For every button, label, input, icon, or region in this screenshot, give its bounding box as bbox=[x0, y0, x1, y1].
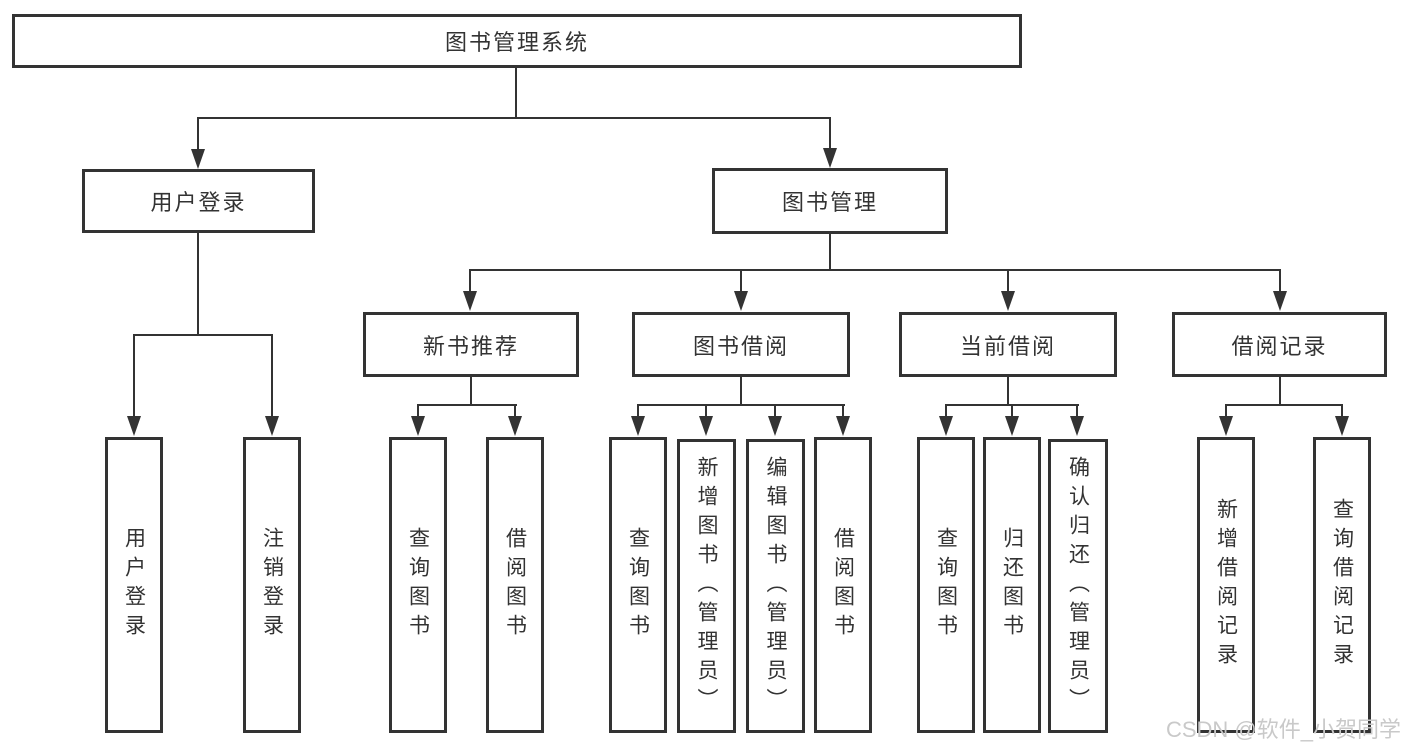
arrowhead-down-icon bbox=[1070, 416, 1084, 436]
node-label: 编辑图书（管理员） bbox=[764, 455, 787, 717]
connector-line bbox=[469, 269, 1281, 271]
connector-line bbox=[271, 334, 273, 418]
connector-line bbox=[417, 404, 517, 406]
node-new-book-recommend: 新书推荐 bbox=[363, 312, 579, 377]
node-label: 借阅图书 bbox=[503, 527, 527, 643]
node-label: 图书借阅 bbox=[692, 333, 789, 359]
connector-line bbox=[1007, 377, 1009, 406]
arrowhead-down-icon bbox=[1219, 416, 1233, 436]
node-leaf-query-borrow-record: 查询借阅记录 bbox=[1313, 437, 1371, 733]
connector-line bbox=[829, 234, 831, 271]
arrowhead-down-icon bbox=[1335, 416, 1349, 436]
node-current-borrowing: 当前借阅 bbox=[899, 312, 1117, 377]
node-label: 查询图书 bbox=[406, 527, 430, 643]
connector-line bbox=[842, 404, 844, 418]
arrowhead-down-icon bbox=[265, 416, 279, 436]
connector-line bbox=[637, 404, 845, 406]
node-book-borrowing: 图书借阅 bbox=[632, 312, 850, 377]
node-label: 新增借阅记录 bbox=[1214, 498, 1238, 672]
arrowhead-down-icon bbox=[768, 416, 782, 436]
connector-line bbox=[133, 334, 135, 418]
arrowhead-down-icon bbox=[836, 416, 850, 436]
connector-line bbox=[469, 269, 471, 293]
node-label: 查询借阅记录 bbox=[1330, 498, 1354, 672]
node-label: 用户登录 bbox=[150, 190, 247, 215]
arrowhead-down-icon bbox=[463, 291, 477, 311]
connector-line bbox=[829, 117, 831, 150]
connector-line bbox=[1076, 404, 1078, 418]
node-label: 图书管理 bbox=[781, 190, 878, 215]
arrowhead-down-icon bbox=[1273, 291, 1287, 311]
node-label: 确认归还（管理员） bbox=[1066, 455, 1090, 717]
node-label: 查询图书 bbox=[934, 527, 958, 643]
connector-line bbox=[1279, 269, 1281, 293]
connector-line bbox=[1341, 404, 1343, 418]
node-leaf-edit-books-admin: 编辑图书（管理员） bbox=[746, 439, 805, 733]
node-leaf-add-books-admin: 新增图书（管理员） bbox=[677, 439, 736, 733]
node-label: 借阅图书 bbox=[831, 527, 855, 643]
connector-line bbox=[1279, 377, 1281, 406]
connector-line bbox=[945, 404, 947, 418]
node-label: 借阅记录 bbox=[1231, 333, 1328, 359]
arrowhead-down-icon bbox=[631, 416, 645, 436]
node-label: 新增图书（管理员） bbox=[695, 455, 718, 717]
node-label: 新书推荐 bbox=[422, 333, 519, 359]
arrowhead-down-icon bbox=[939, 416, 953, 436]
arrowhead-down-icon bbox=[1001, 291, 1015, 311]
connector-line bbox=[774, 404, 776, 418]
node-label: 当前借阅 bbox=[959, 333, 1056, 359]
connector-line bbox=[197, 233, 199, 336]
node-leaf-return-books: 归还图书 bbox=[983, 437, 1041, 733]
node-borrowing-records: 借阅记录 bbox=[1172, 312, 1387, 377]
arrowhead-down-icon bbox=[411, 416, 425, 436]
node-leaf-confirm-return-admin: 确认归还（管理员） bbox=[1048, 439, 1108, 733]
connector-line bbox=[1007, 269, 1009, 293]
node-label: 用户登录 bbox=[122, 527, 146, 643]
connector-line bbox=[133, 334, 273, 336]
connector-line bbox=[417, 404, 419, 418]
arrowhead-down-icon bbox=[1005, 416, 1019, 436]
arrowhead-down-icon bbox=[191, 149, 205, 169]
connector-line bbox=[470, 377, 472, 406]
node-leaf-query-books-recommend: 查询图书 bbox=[389, 437, 447, 733]
arrowhead-down-icon bbox=[823, 148, 837, 168]
node-leaf-query-books-borrow: 查询图书 bbox=[609, 437, 667, 733]
node-label: 查询图书 bbox=[626, 527, 650, 643]
node-leaf-query-books-current: 查询图书 bbox=[917, 437, 975, 733]
connector-line bbox=[515, 68, 517, 118]
arrowhead-down-icon bbox=[127, 416, 141, 436]
node-label: 归还图书 bbox=[1000, 527, 1024, 643]
node-library-management-system: 图书管理系统 bbox=[12, 14, 1022, 68]
connector-line bbox=[740, 377, 742, 406]
arrowhead-down-icon bbox=[734, 291, 748, 311]
connector-line bbox=[1225, 404, 1343, 406]
connector-line bbox=[637, 404, 639, 418]
connector-line bbox=[197, 117, 831, 119]
connector-line bbox=[514, 404, 516, 418]
node-leaf-user-login: 用户登录 bbox=[105, 437, 163, 733]
csdn-watermark: CSDN @软件_小贺同学 bbox=[1165, 717, 1401, 742]
node-user-login: 用户登录 bbox=[82, 169, 315, 233]
node-label: 注销登录 bbox=[260, 527, 284, 643]
node-leaf-add-borrow-record: 新增借阅记录 bbox=[1197, 437, 1255, 733]
node-leaf-borrow-books-recommend: 借阅图书 bbox=[486, 437, 544, 733]
connector-line bbox=[740, 269, 742, 293]
arrowhead-down-icon bbox=[508, 416, 522, 436]
connector-line bbox=[197, 117, 199, 150]
connector-line bbox=[705, 404, 707, 418]
node-leaf-logout: 注销登录 bbox=[243, 437, 301, 733]
node-label: 图书管理系统 bbox=[444, 30, 589, 55]
connector-line bbox=[1011, 404, 1013, 418]
node-leaf-borrow-books: 借阅图书 bbox=[814, 437, 872, 733]
node-book-management: 图书管理 bbox=[712, 168, 948, 234]
arrowhead-down-icon bbox=[699, 416, 713, 436]
connector-line bbox=[1225, 404, 1227, 418]
